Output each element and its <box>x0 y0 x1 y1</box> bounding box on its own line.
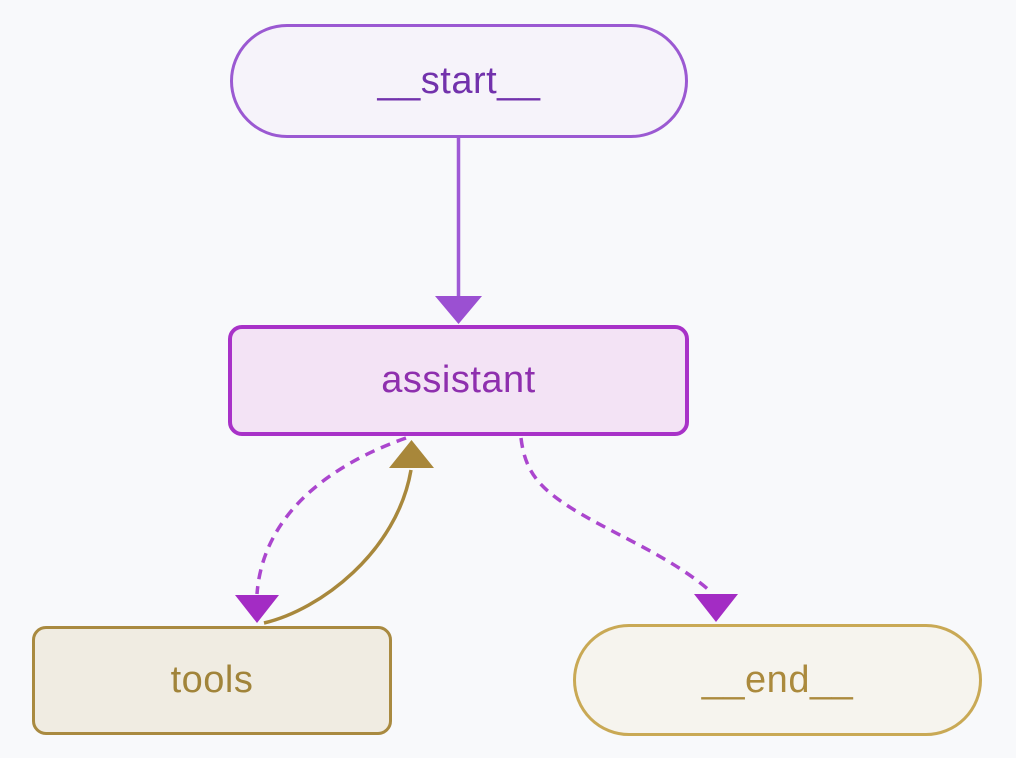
node-tools: tools <box>32 626 392 735</box>
arrowhead-tools-to-assistant-icon <box>389 440 434 468</box>
edge-assistant-to-end <box>519 437 712 593</box>
arrowhead-assistant-to-end-icon <box>694 594 738 622</box>
node-start: __start__ <box>230 24 688 138</box>
node-tools-label: tools <box>170 659 254 701</box>
edge-tools-to-assistant <box>263 469 413 625</box>
node-assistant: assistant <box>228 325 689 436</box>
node-end-label: __end__ <box>701 658 854 701</box>
node-end: __end__ <box>573 624 982 736</box>
node-start-label: __start__ <box>377 59 541 102</box>
arrowhead-start-to-assistant-icon <box>435 296 482 324</box>
node-assistant-label: assistant <box>381 359 536 401</box>
arrowhead-assistant-to-tools-icon <box>235 595 279 623</box>
edge-assistant-to-tools <box>255 436 407 595</box>
